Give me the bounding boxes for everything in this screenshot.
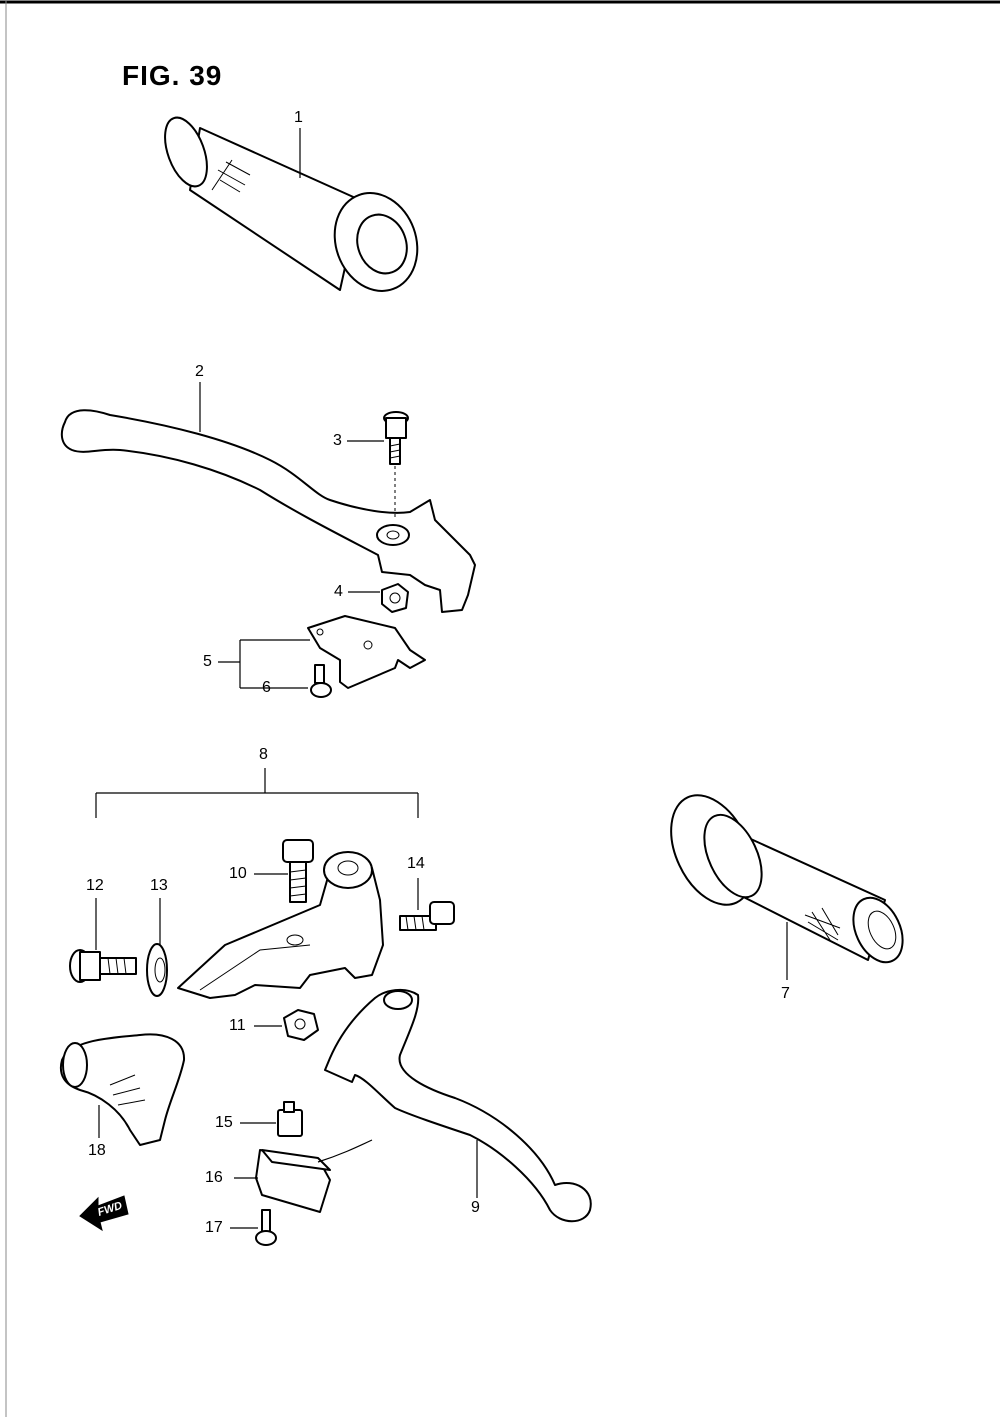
callout-9: 9 — [471, 1199, 480, 1216]
lever-nut — [381, 583, 409, 613]
clutch-switch — [277, 1101, 303, 1137]
figure-title: FIG. 39 — [122, 60, 223, 91]
callout-2: 2 — [195, 363, 204, 380]
clutch-lever — [324, 988, 592, 1223]
adjuster-locknut — [146, 943, 168, 997]
callout-16: 16 — [205, 1169, 223, 1186]
callout-13: 13 — [150, 877, 168, 894]
pivot-bolt — [383, 411, 409, 465]
callout-8: 8 — [259, 746, 268, 763]
wire-clamp — [255, 1139, 373, 1213]
holder-nut — [283, 1009, 319, 1041]
brake-lever — [60, 409, 476, 613]
callout-7: 7 — [781, 985, 790, 1002]
callout-14: 14 — [407, 855, 425, 872]
holder-assembly-bracket — [95, 768, 419, 818]
lever-dust-cover — [60, 1033, 186, 1146]
callout-6: 6 — [262, 679, 271, 696]
forward-direction-arrow: FWD — [79, 1195, 129, 1232]
callout-3: 3 — [333, 432, 342, 449]
lever-holder — [177, 851, 384, 999]
callout-12: 12 — [86, 877, 104, 894]
callout-4: 4 — [334, 583, 343, 600]
callout-1: 1 — [294, 109, 303, 126]
callout-11: 11 — [229, 1017, 246, 1034]
callout-15: 15 — [215, 1114, 233, 1131]
callout-10: 10 — [229, 865, 247, 882]
lower-pivot-bolt — [282, 839, 314, 903]
callout-17: 17 — [205, 1219, 223, 1236]
callout-5: 5 — [203, 653, 212, 670]
cable-adjuster — [69, 949, 137, 983]
throttle-grip — [164, 116, 419, 292]
clamp-screw — [255, 1209, 277, 1246]
switch-screw — [310, 664, 332, 698]
left-grip — [670, 794, 904, 964]
clamp-bolt — [399, 901, 455, 931]
brake-switch — [307, 615, 426, 689]
callout-18: 18 — [88, 1142, 106, 1159]
